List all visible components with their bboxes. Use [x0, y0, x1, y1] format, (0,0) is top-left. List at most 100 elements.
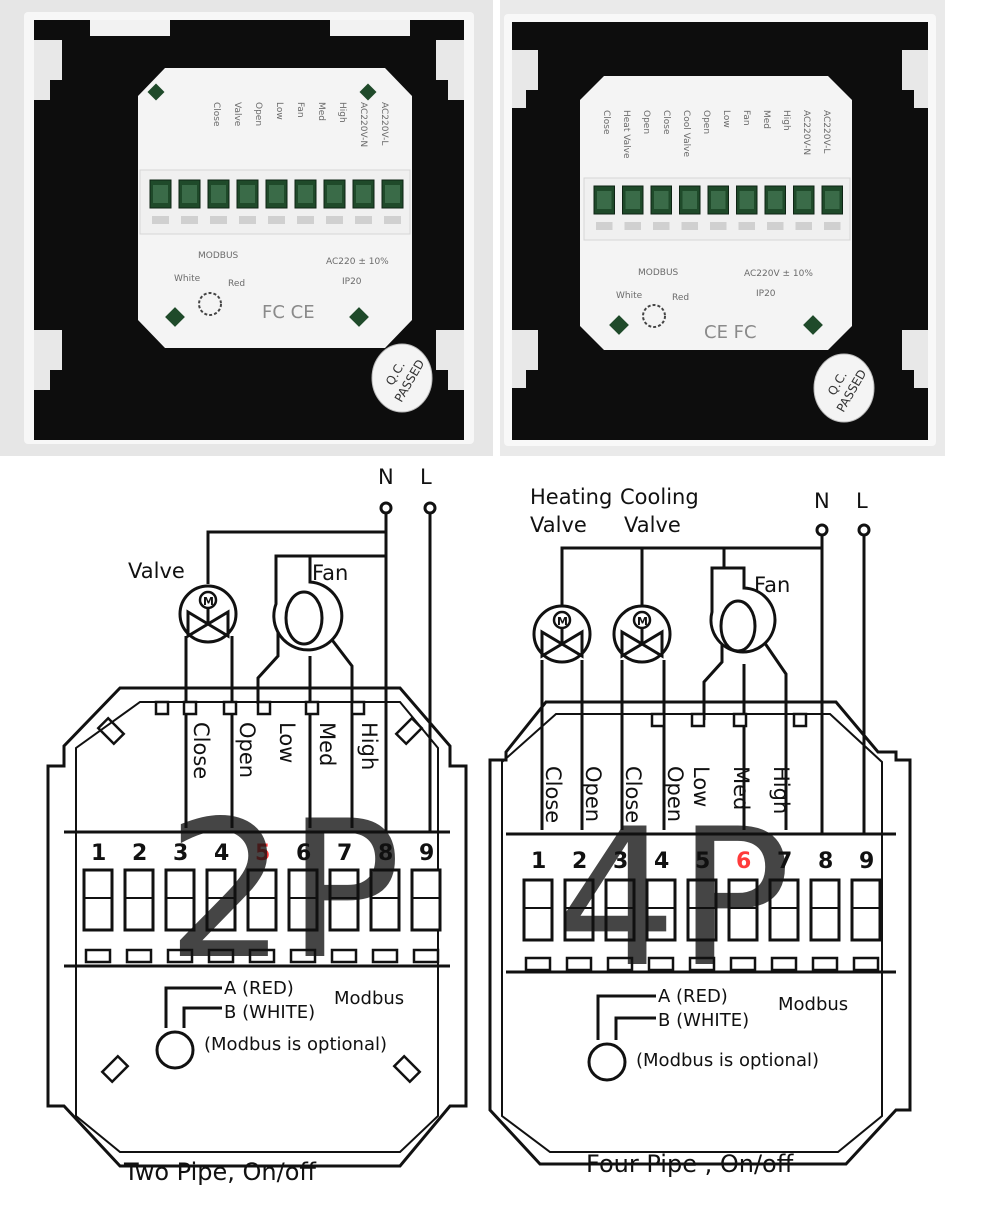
terminal-label-open: Open — [235, 722, 259, 778]
svg-text:M: M — [203, 595, 214, 608]
modbus-wires — [164, 986, 222, 1028]
terminal-screw-6 — [727, 878, 759, 942]
terminal-slot — [355, 216, 372, 224]
terminal-slot — [412, 948, 440, 964]
n-label: N — [378, 465, 394, 489]
terminal-screw-8 — [369, 868, 401, 932]
photo-terminal-tag: Fan — [741, 110, 751, 126]
modbus-a-label: A (RED) — [658, 986, 728, 1007]
fan-motor-icon — [272, 554, 344, 652]
ip-text: IP20 — [756, 289, 776, 299]
photo-terminal-tag: Med — [761, 110, 771, 129]
photo-terminal-tag: Cool Valve — [681, 110, 691, 157]
terminal-number-1: 1 — [531, 849, 546, 874]
qc-passed-sticker: Q.C. PASSED — [371, 343, 433, 413]
terminal-slot — [624, 222, 641, 230]
terminal-screw-6 — [287, 868, 319, 932]
modbus-wires — [596, 994, 656, 1040]
photo-terminal-tag: Med — [316, 102, 326, 121]
terminal-slot — [565, 956, 593, 972]
terminal-slot — [681, 222, 698, 230]
terminal-slot — [84, 948, 112, 964]
terminal-label-open: Open — [581, 766, 605, 822]
cooling-label-2: Valve — [624, 513, 681, 537]
terminal-screw-7 — [328, 868, 360, 932]
terminal-screws — [522, 878, 882, 972]
top-terminal-pins — [650, 712, 808, 728]
cert-mark: CE FC — [704, 322, 757, 343]
terminal-slot — [166, 948, 194, 964]
terminal-screw-4 — [645, 878, 677, 942]
photo-terminal-tag: Heat Valve — [621, 110, 631, 159]
four-pipe-wires — [540, 535, 866, 834]
terminal-number-5: 5 — [255, 841, 270, 866]
terminal-pin — [256, 700, 272, 716]
modbus-port — [198, 292, 222, 316]
terminal-number-5: 5 — [695, 849, 710, 874]
modbus-a-label: A (RED) — [224, 978, 294, 999]
cooling-valve-icon: M — [612, 604, 672, 664]
photo-terminal-tag: Fan — [295, 102, 305, 118]
terminal-pin — [154, 700, 170, 716]
terminal-number-8: 8 — [378, 841, 393, 866]
terminal-pin — [350, 700, 366, 716]
watermark-2p: 2P — [166, 780, 401, 1001]
terminal-pin — [732, 712, 748, 728]
heating-label: Heating — [530, 485, 612, 509]
terminal-number-9: 9 — [859, 849, 874, 874]
l-label: L — [420, 465, 432, 489]
modbus-port-icon — [155, 1030, 195, 1070]
terminal-label-med: Med — [315, 722, 339, 766]
terminal-screw-3 — [604, 878, 636, 942]
svg-text:M: M — [637, 615, 648, 628]
modbus-text: MODBUS — [198, 251, 239, 261]
photo-terminal-tag: AC220V-L — [379, 102, 389, 145]
terminal-slot — [297, 216, 314, 224]
terminal-number-3: 3 — [613, 849, 628, 874]
svg-text:M: M — [557, 615, 568, 628]
terminal-slot — [384, 216, 401, 224]
terminal-screw-7 — [768, 878, 800, 942]
terminal-screw-1 — [522, 878, 554, 942]
qc-passed-sticker: Q.C. PASSED — [813, 353, 875, 423]
terminal-slot — [125, 948, 153, 964]
l-label: L — [856, 489, 868, 513]
terminal-slot — [289, 948, 317, 964]
cooling-label: Cooling — [620, 485, 699, 509]
terminal-label-low: Low — [275, 722, 299, 763]
terminal-slot — [210, 216, 227, 224]
four-pipe-caption: Four Pipe , On/off — [586, 1150, 794, 1178]
terminal-slot — [729, 956, 757, 972]
terminal-number-7: 7 — [777, 849, 792, 874]
terminal-screw-9 — [850, 878, 882, 942]
terminal-slot — [326, 216, 343, 224]
modbus-port-icon — [587, 1042, 627, 1082]
terminal-number-2: 2 — [572, 849, 587, 874]
four-pipe-housing — [488, 700, 912, 1166]
two-pipe-wires — [184, 513, 432, 832]
modbus-b-label: B (WHITE) — [224, 1002, 315, 1023]
terminal-pin — [792, 712, 808, 728]
terminal-slot — [181, 216, 198, 224]
photo-terminal-tag: Open — [253, 102, 263, 126]
terminal-slot — [524, 956, 552, 972]
terminal-screw-5 — [246, 868, 278, 932]
photo-terminal-tag: Low — [721, 110, 731, 128]
terminal-screw-5 — [686, 878, 718, 942]
terminal-number-8: 8 — [818, 849, 833, 874]
terminal-label-med: Med — [729, 766, 753, 810]
modbus-note: (Modbus is optional) — [636, 1050, 819, 1071]
terminal-slot — [606, 956, 634, 972]
terminal-slot — [770, 956, 798, 972]
modbus-text: MODBUS — [638, 268, 679, 278]
terminal-number-7: 7 — [337, 841, 352, 866]
terminal-screw-8 — [809, 878, 841, 942]
cert-mark: FC CE — [262, 302, 315, 323]
terminal-pin — [222, 700, 238, 716]
modbus-label: Modbus — [334, 988, 404, 1009]
terminal-pin — [690, 712, 706, 728]
white-text: White — [616, 291, 643, 301]
